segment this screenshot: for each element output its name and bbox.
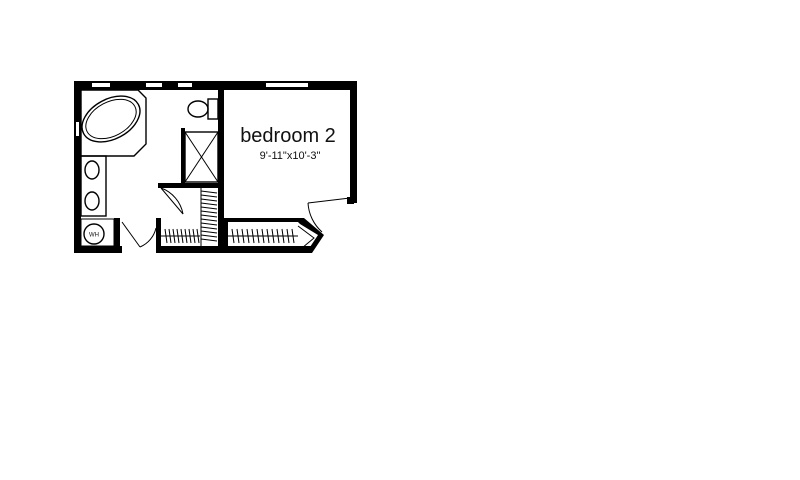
bathtub xyxy=(80,89,147,157)
windows xyxy=(76,83,308,136)
tub-inner xyxy=(85,98,137,140)
bedroom-door-leaf xyxy=(307,197,351,204)
bottom-wall-left xyxy=(74,246,122,253)
bath-door-swing xyxy=(139,227,157,248)
hall-wall xyxy=(158,183,224,188)
walls xyxy=(74,81,357,253)
wh-closet-wall xyxy=(114,218,120,253)
shower-x xyxy=(184,131,219,183)
water-heater: WH xyxy=(80,218,115,247)
window xyxy=(146,83,162,87)
toilet-icon xyxy=(187,100,209,118)
left-wall xyxy=(74,81,81,253)
hanger-marks xyxy=(200,190,218,242)
right-wall xyxy=(350,81,357,203)
hall-closet xyxy=(161,228,200,244)
shower-wall xyxy=(181,128,185,184)
hall-post xyxy=(156,218,161,253)
bottom-wall-right xyxy=(156,246,312,253)
closet-angled-wall xyxy=(298,218,324,253)
water-heater-icon xyxy=(83,223,105,245)
bedroom-west-wall xyxy=(218,81,224,253)
window xyxy=(92,83,110,87)
closet-divider xyxy=(219,218,228,253)
room-label-bedroom-2: bedroom 2 9'-11"x10'-3" xyxy=(240,125,336,162)
sink-icon xyxy=(84,160,100,180)
room-dimensions: 9'-11"x10'-3" xyxy=(260,150,321,162)
closet-top-wall xyxy=(224,218,304,222)
shower xyxy=(184,131,219,183)
hall-door-leaf xyxy=(160,187,184,215)
window xyxy=(266,83,308,87)
window xyxy=(76,122,79,136)
door-jamb xyxy=(347,197,354,204)
shower-stall xyxy=(184,131,219,183)
bath-door-leaf xyxy=(121,221,141,248)
linen-closet xyxy=(200,188,218,246)
vanity-counter xyxy=(80,155,107,217)
hanger-marks xyxy=(231,228,295,244)
wh-label: WH xyxy=(89,233,99,239)
wh-closet xyxy=(80,218,115,247)
toilet xyxy=(187,98,219,120)
tub-basin xyxy=(81,95,141,143)
bedroom-closet xyxy=(228,218,324,253)
window xyxy=(178,83,192,87)
top-wall xyxy=(74,81,357,90)
toilet-tank xyxy=(207,98,219,120)
hall-door-swing xyxy=(160,187,184,215)
hanger-marks xyxy=(164,228,200,244)
closet-angle-detail xyxy=(297,225,315,249)
room-name: bedroom 2 xyxy=(240,125,336,147)
doors xyxy=(121,187,354,248)
double-vanity xyxy=(80,155,107,217)
bedroom-door-swing xyxy=(307,202,323,233)
sink-icon xyxy=(84,191,100,211)
